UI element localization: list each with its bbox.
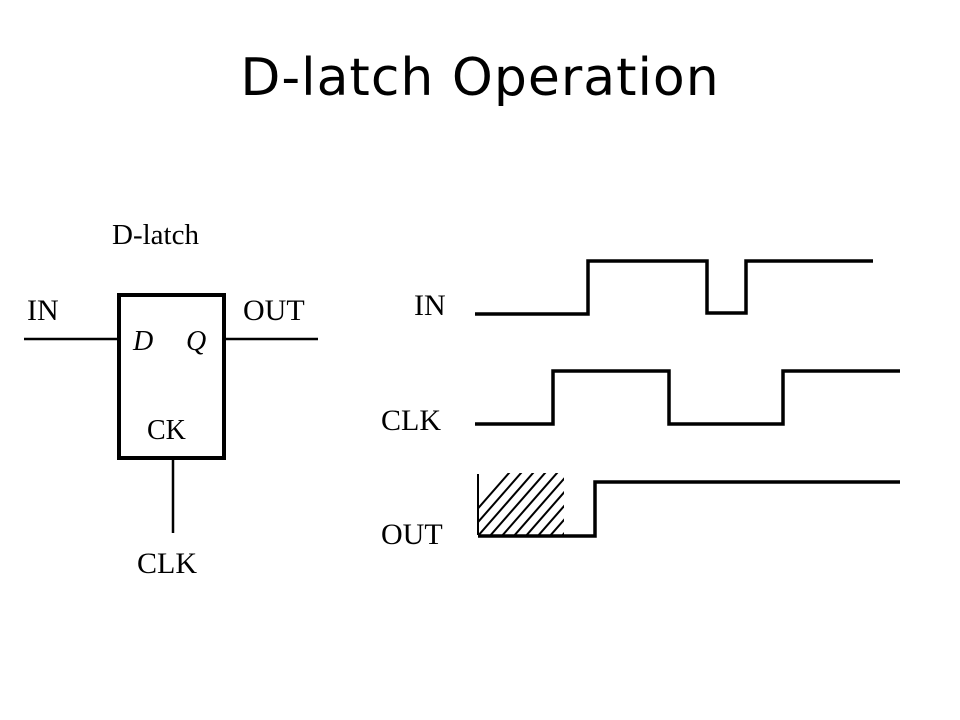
signal-label-out: OUT — [381, 518, 443, 551]
pin-ck-label: CK — [147, 415, 186, 446]
waveform-out — [478, 480, 900, 538]
waveform-clk — [475, 369, 900, 426]
timing-diagram: IN CLK OUT — [381, 259, 900, 551]
signal-label-clk: CLK — [381, 404, 441, 437]
latch-box — [117, 293, 226, 460]
latch-caption: D-latch — [112, 219, 199, 251]
output-label: OUT — [243, 294, 305, 327]
out-undefined-hatch — [477, 473, 564, 535]
pin-q-label: Q — [186, 326, 206, 357]
clock-label: CLK — [137, 547, 197, 580]
slide-title: D-latch Operation — [240, 48, 720, 108]
input-label: IN — [27, 294, 59, 327]
signal-label-in: IN — [414, 289, 446, 322]
waveform-in — [475, 259, 873, 316]
pin-d-label: D — [132, 326, 153, 357]
latch-block: D-latch IN D Q CK OUT CLK — [24, 219, 318, 580]
